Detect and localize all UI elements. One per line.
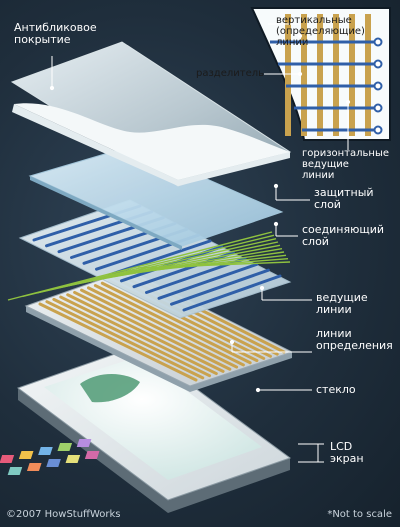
inset-terminal xyxy=(373,125,383,135)
driving-line xyxy=(132,251,235,289)
inset-horizontal-lines xyxy=(270,40,378,132)
app-icons xyxy=(0,439,100,475)
lcd-screen-layer xyxy=(0,345,292,513)
sensing-line xyxy=(52,297,212,378)
label-protective-layer: защитный слой xyxy=(314,186,374,211)
sensing-line xyxy=(59,295,218,376)
glass-sensing-layer xyxy=(24,269,294,392)
anti-glare-layer xyxy=(10,41,292,187)
sensing-line xyxy=(93,284,252,365)
driving-line xyxy=(170,268,270,306)
label-anti-glare-coating: Антибликовое покрытие xyxy=(14,21,97,46)
connecting-layer xyxy=(7,199,292,319)
scale-note: *Not to scale xyxy=(327,509,392,520)
inset-terminal xyxy=(373,59,383,69)
label-sensing-lines: линии определения xyxy=(316,327,393,352)
copyright-text: ©2007 HowStuffWorks xyxy=(6,509,121,520)
label-separator: разделитель xyxy=(196,68,265,79)
inset-vertical-lines xyxy=(285,14,371,136)
label-vertical-lines: вертикальные (определяющие) линии xyxy=(276,15,365,48)
sensing-line xyxy=(73,290,232,371)
sensing-line xyxy=(45,300,205,380)
label-connecting-layer: соединяющий слой xyxy=(302,223,385,248)
sensing-line xyxy=(38,302,198,382)
inset-terminal xyxy=(373,37,383,47)
leader-lines xyxy=(49,23,351,463)
driving-line xyxy=(157,262,259,300)
inset-terminal xyxy=(373,81,383,91)
inset-terminal xyxy=(373,103,383,113)
inset-terminals xyxy=(373,37,383,135)
connector-lines xyxy=(7,231,291,301)
sensing-line xyxy=(80,288,239,369)
driving-line xyxy=(182,274,282,312)
sensing-line xyxy=(66,293,225,373)
sensing-line xyxy=(86,286,245,367)
sensing-line xyxy=(100,281,259,363)
label-lcd-screen: LCD экран xyxy=(330,440,364,465)
protective-layer xyxy=(28,145,284,250)
label-horizontal-lines: горизонтальные ведущие линии xyxy=(302,148,390,181)
connector-line xyxy=(137,261,291,269)
label-glass: стекло xyxy=(316,383,356,396)
detail-inset xyxy=(250,7,391,141)
label-driving-lines: ведущие линии xyxy=(316,291,368,316)
